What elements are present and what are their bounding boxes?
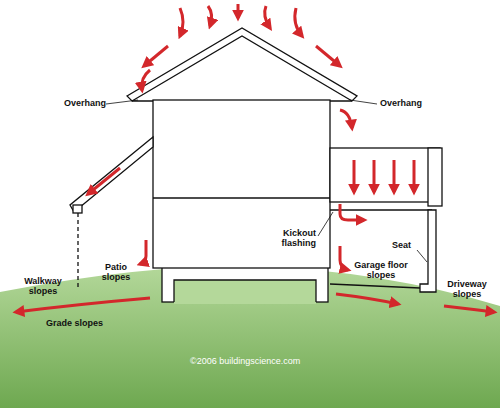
wall-arrow xyxy=(140,240,146,264)
rain-arrow xyxy=(144,46,168,66)
roof-arrow xyxy=(413,160,416,192)
roof-arrow xyxy=(353,160,356,192)
rain-arrow xyxy=(295,8,302,36)
roof-arrow xyxy=(88,168,120,194)
drip-arrow xyxy=(340,110,352,128)
crawlspace-edge xyxy=(174,280,316,302)
rain-arrow xyxy=(180,8,183,36)
crawlspace xyxy=(174,280,316,304)
rain-arrow xyxy=(265,6,270,28)
grade-arrow xyxy=(336,294,398,304)
callout-label: Driveway slopes xyxy=(442,279,492,300)
garage-floor xyxy=(330,284,420,288)
kickout-arrow xyxy=(340,204,364,220)
leader-line xyxy=(106,100,138,104)
soffit xyxy=(132,100,352,101)
water-arrows xyxy=(16,4,494,312)
callout-label: Overhang xyxy=(62,98,106,108)
rain-arrow xyxy=(142,70,150,90)
callout-label: Seat xyxy=(392,240,416,250)
callout-label: Grade slopes xyxy=(46,318,126,328)
leader-line xyxy=(318,212,333,236)
leader-line xyxy=(350,100,377,104)
main-walls xyxy=(153,100,330,268)
rain-arrow xyxy=(316,46,340,66)
garage-wall-seat xyxy=(420,210,436,292)
garage-fascia xyxy=(428,148,442,206)
callout-label: Overhang xyxy=(380,98,428,108)
house xyxy=(70,28,442,304)
roof-arrow xyxy=(373,160,376,192)
callout-label: Garage floor slopes xyxy=(350,260,412,281)
callout-label: Walkway slopes xyxy=(20,276,66,297)
garage-roof xyxy=(330,148,440,202)
main-roof xyxy=(127,28,357,101)
shed-fascia xyxy=(73,205,82,213)
garage-ceiling xyxy=(330,209,432,210)
grade-arrow xyxy=(444,306,494,312)
roof-arrow xyxy=(393,160,396,192)
shed-roof xyxy=(70,137,153,212)
wall-arrow xyxy=(340,246,348,270)
leader-lines xyxy=(106,100,427,262)
callout-label: Patio slopes xyxy=(96,262,136,283)
rain-arrow xyxy=(237,4,240,18)
leader-line xyxy=(417,250,427,262)
watermark: ©2006 buildingscience.com xyxy=(190,356,300,366)
patio-post xyxy=(77,213,78,290)
floor-line xyxy=(153,197,330,198)
grade-arrow xyxy=(16,298,150,312)
callout-label: Kickout flashing xyxy=(266,228,316,249)
rain-arrow xyxy=(208,6,212,26)
